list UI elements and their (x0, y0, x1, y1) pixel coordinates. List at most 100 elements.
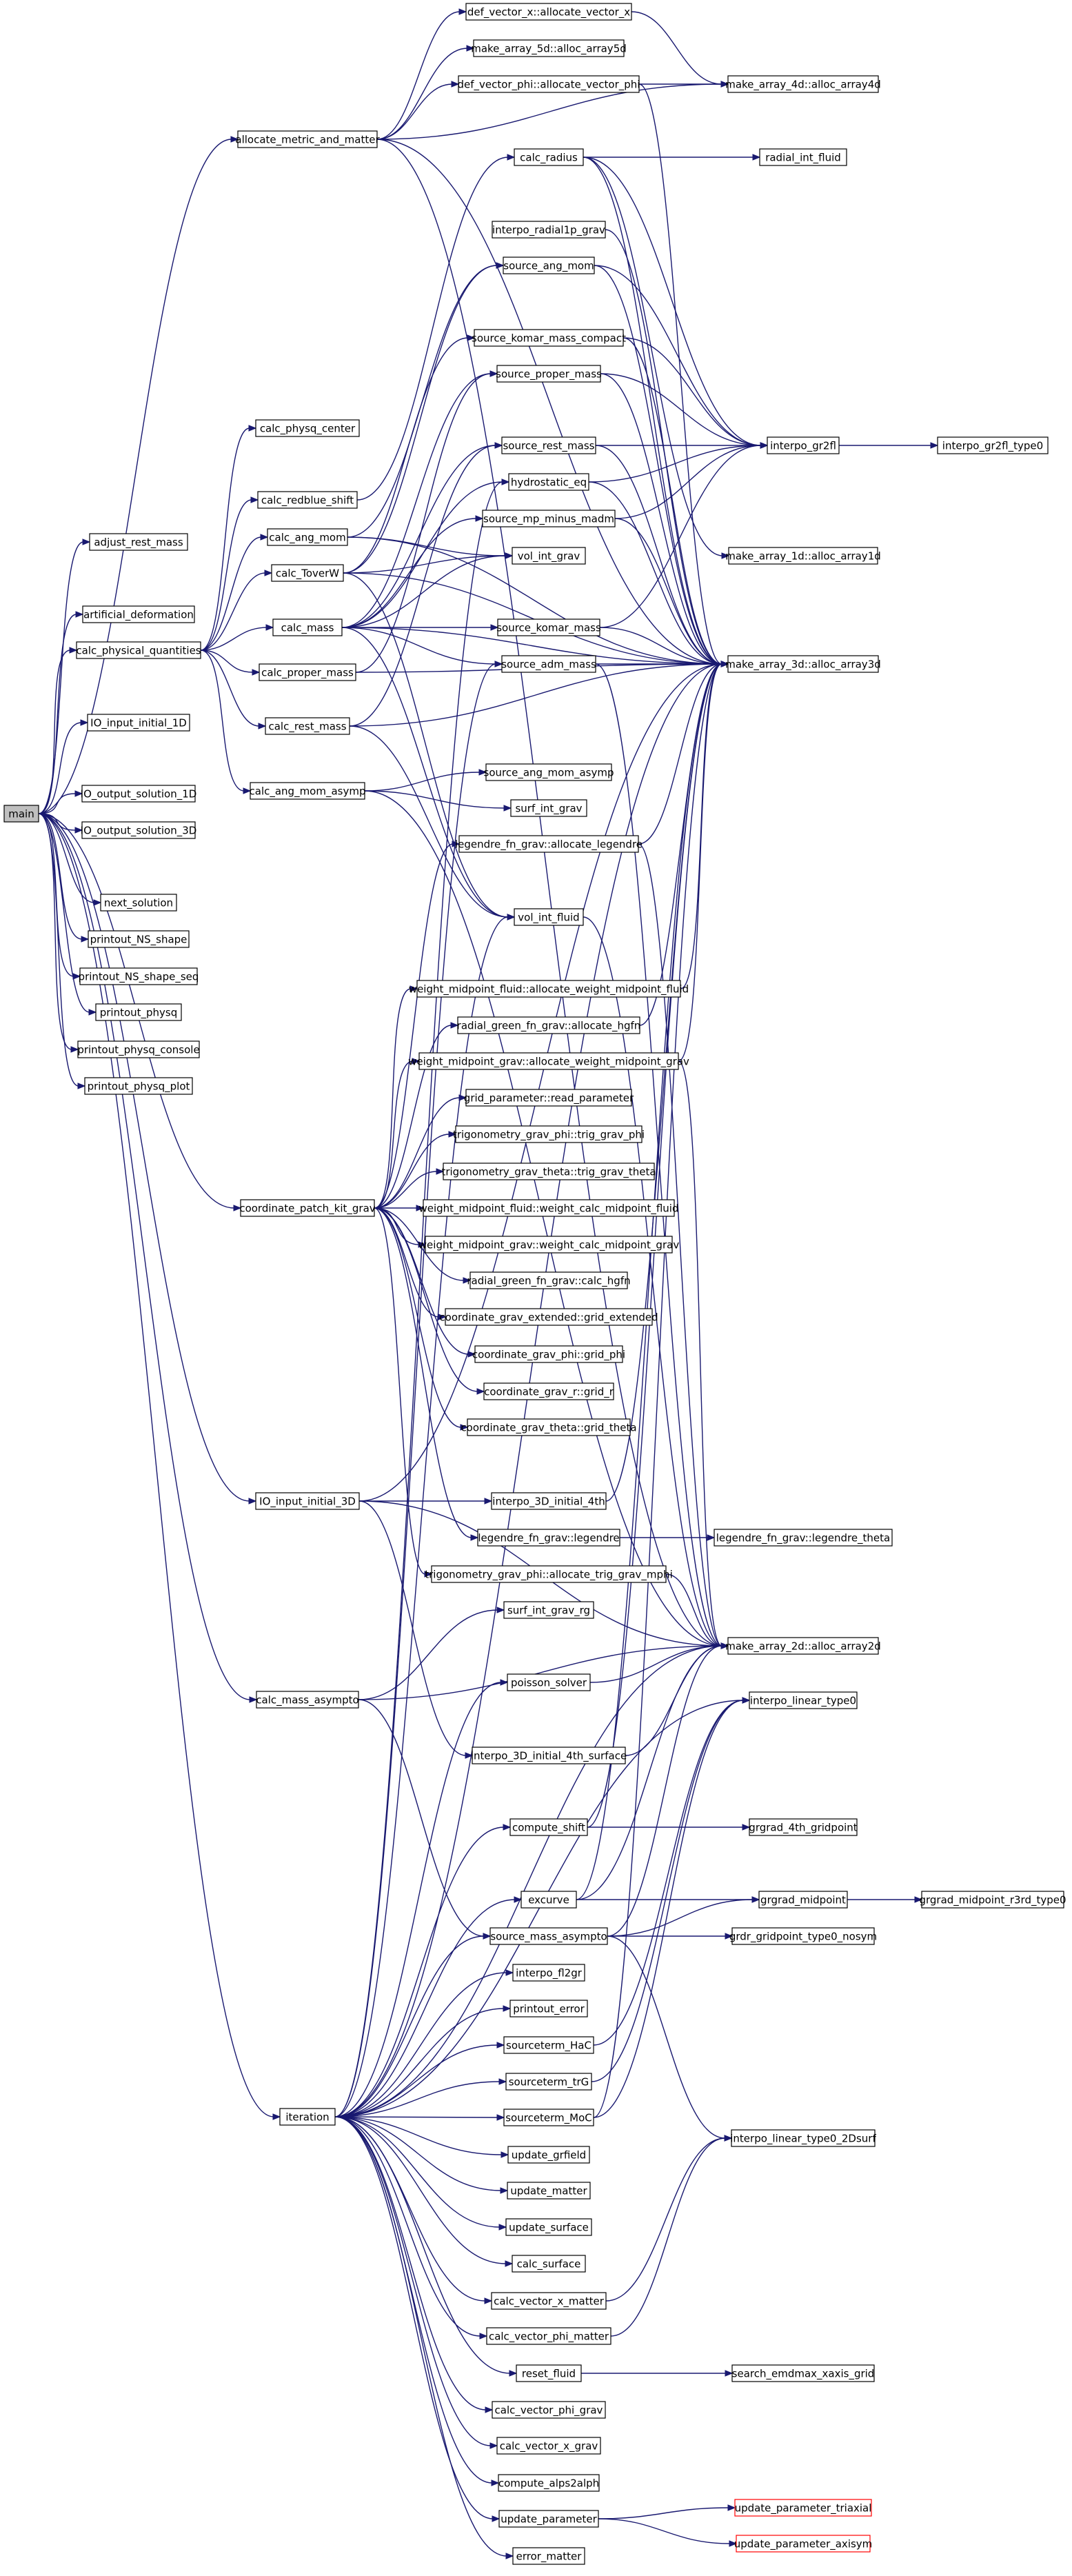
node-source-rest-mass[interactable]: source_rest_mass (501, 436, 596, 454)
node-io-input-initial-1d[interactable]: IO_input_initial_1D (87, 714, 190, 732)
node-coordinate-grav-extended-grid-extended[interactable]: coordinate_grav_extended::grid_extended (439, 1308, 658, 1326)
node-interpo-fl2gr[interactable]: interpo_fl2gr (512, 1964, 585, 1982)
node-grgrad-midpoint-r3rd-type0[interactable]: grgrad_midpoint_r3rd_type0 (919, 1891, 1066, 1909)
node-vol-int-grav[interactable]: vol_int_grav (512, 547, 586, 565)
node-printout-physq-console[interactable]: printout_physq_console (77, 1040, 200, 1058)
node-next-solution[interactable]: next_solution (100, 894, 177, 912)
node-reset-fluid[interactable]: reset_fluid (516, 2364, 582, 2382)
node-grdr-gridpoint-type0-nosym[interactable]: grdr_gridpoint_type0_nosym (729, 1927, 877, 1945)
node-compute-alps2alph[interactable]: compute_alps2alph (498, 2474, 600, 2492)
node-calc-mass[interactable]: calc_mass (272, 618, 343, 636)
node-radial-green-fn-grav-allocate-hgfn[interactable]: radial_green_fn_grav::allocate_hgfn (457, 1016, 641, 1034)
node-weight-midpoint-grav-allocate-weight-midpoint-grav[interactable]: weight_midpoint_grav::allocate_weight_mi… (408, 1052, 689, 1070)
node-coordinate-patch-kit-grav[interactable]: coordinate_patch_kit_grav (239, 1199, 376, 1217)
node-grid-parameter-read-parameter[interactable]: grid_parameter::read_parameter (464, 1089, 634, 1107)
node-calc-surface[interactable]: calc_surface (512, 2255, 586, 2273)
node-radial-int-fluid[interactable]: radial_int_fluid (759, 148, 847, 166)
node-weight-midpoint-fluid-weight-calc-midpoint-fluid[interactable]: weight_midpoint_fluid::weight_calc_midpo… (418, 1199, 679, 1217)
node-calc-rest-mass[interactable]: calc_rest_mass (265, 717, 350, 735)
node-weight-midpoint-fluid-allocate-weight-midpoint-fluid[interactable]: weight_midpoint_fluid::allocate_weight_m… (409, 980, 689, 998)
node-printout-physq-plot[interactable]: printout_physq_plot (84, 1077, 193, 1095)
node-interpo-3d-initial-4th[interactable]: interpo_3D_initial_4th (491, 1492, 607, 1510)
node-update-parameter[interactable]: update_parameter (498, 2510, 599, 2528)
node-source-komar-mass-compact[interactable]: source_komar_mass_compact (472, 329, 626, 347)
node-make-array-4d-alloc-array4d[interactable]: make_array_4d::alloc_array4d (725, 75, 881, 93)
node-interpo-gr2fl[interactable]: interpo_gr2fl (767, 436, 840, 454)
node-make-array-2d-alloc-array2d[interactable]: make_array_2d::alloc_array2d (725, 1637, 881, 1655)
node-update-matter[interactable]: update_matter (507, 2182, 591, 2200)
node-vol-int-fluid[interactable]: vol_int_fluid (514, 908, 584, 926)
node-interpo-linear-type0-2dsurf[interactable]: interpo_linear_type0_2Dsurf (730, 2129, 876, 2147)
node-main[interactable]: main (3, 805, 39, 823)
node-printout-ns-shape[interactable]: printout_NS_shape (88, 930, 190, 948)
node-io-output-solution-1d[interactable]: IO_output_solution_1D (81, 785, 197, 803)
node-update-surface[interactable]: update_surface (505, 2218, 592, 2236)
node-source-ang-mom-asymp[interactable]: source_ang_mom_asymp (484, 763, 614, 781)
node-interpo-3d-initial-4th-surface[interactable]: interpo_3D_initial_4th_surface (471, 1747, 627, 1764)
node-make-array-3d-alloc-array3d[interactable]: make_array_3d::alloc_array3d (725, 655, 881, 673)
node-printout-ns-shape-seq[interactable]: printout_NS_shape_seq (79, 967, 199, 985)
node-calc-vector-phi-grav[interactable]: calc_vector_phi_grav (492, 2401, 606, 2419)
node-calc-physq-center[interactable]: calc_physq_center (255, 419, 360, 437)
node-allocate-metric-and-matter[interactable]: allocate_metric_and_matter (235, 130, 380, 148)
node-coordinate-grav-r-grid-r[interactable]: coordinate_grav_r::grid_r (483, 1382, 614, 1400)
node-source-proper-mass[interactable]: source_proper_mass (496, 365, 602, 383)
node-source-adm-mass[interactable]: source_adm_mass (501, 655, 596, 673)
node-source-mass-asympto[interactable]: source_mass_asympto (489, 1927, 608, 1945)
node-grgrad-midpoint[interactable]: grgrad_midpoint (758, 1891, 848, 1909)
node-iteration[interactable]: iteration (279, 2108, 336, 2126)
node-source-mp-minus-madm[interactable]: source_mp_minus_madm (482, 510, 616, 527)
node-calc-ang-mom-asymp[interactable]: calc_ang_mom_asymp (250, 782, 366, 800)
node-legendre-fn-grav-legendre-theta[interactable]: legendre_fn_grav::legendre_theta (714, 1529, 893, 1547)
node-hydrostatic-eq[interactable]: hydrostatic_eq (508, 473, 589, 491)
node-make-array-1d-alloc-array1d[interactable]: make_array_1d::alloc_array1d (725, 547, 881, 565)
node-legendre-fn-grav-allocate-legendre[interactable]: legendre_fn_grav::allocate_legendre (455, 835, 643, 853)
node-poisson-solver[interactable]: poisson_solver (507, 1673, 591, 1691)
node-radial-green-fn-grav-calc-hgfn[interactable]: radial_green_fn_grav::calc_hgfn (467, 1271, 631, 1289)
node-trigonometry-grav-theta-trig-grav-theta[interactable]: trigonometry_grav_theta::trig_grav_theta (441, 1163, 656, 1180)
node-calc-vector-x-matter[interactable]: calc_vector_x_matter (491, 2292, 607, 2310)
node-def-vector-phi-allocate-vector-phi[interactable]: def_vector_phi::allocate_vector_phi (458, 75, 640, 93)
node-sourceterm-trg[interactable]: sourceterm_trG (505, 2073, 592, 2091)
node-def-vector-x-allocate-vector-x[interactable]: def_vector_x::allocate_vector_x (465, 3, 632, 21)
node-excurve[interactable]: excurve (520, 1891, 577, 1909)
node-weight-midpoint-grav-weight-calc-midpoint-grav[interactable]: weight_midpoint_grav::weight_calc_midpoi… (418, 1236, 680, 1254)
node-update-grfield[interactable]: update_grfield (507, 2146, 590, 2164)
node-interpo-gr2fl-type0[interactable]: interpo_gr2fl_type0 (937, 436, 1049, 454)
node-coordinate-grav-theta-grid-theta[interactable]: coordinate_grav_theta::grid_theta (461, 1418, 637, 1436)
node-legendre-fn-grav-legendre[interactable]: legendre_fn_grav::legendre (477, 1529, 620, 1547)
node-printout-physq[interactable]: printout_physq (95, 1003, 182, 1021)
node-calc-proper-mass[interactable]: calc_proper_mass (259, 663, 356, 681)
node-sourceterm-hac[interactable]: sourceterm_HaC (503, 2036, 594, 2054)
node-io-output-solution-3d[interactable]: IO_output_solution_3D (81, 821, 197, 839)
node-calc-physical-quantities[interactable]: calc_physical_quantities (76, 641, 201, 659)
node-io-input-initial-3d[interactable]: IO_input_initial_3D (255, 1492, 360, 1510)
node-interpo-linear-type0[interactable]: interpo_linear_type0 (749, 1691, 858, 1709)
node-source-komar-mass[interactable]: source_komar_mass (496, 618, 601, 636)
node-grgrad-4th-gridpoint[interactable]: grgrad_4th_gridpoint (749, 1818, 858, 1836)
node-sourceterm-moc[interactable]: sourceterm_MoC (503, 2109, 594, 2126)
node-calc-vector-x-grav[interactable]: calc_vector_x_grav (496, 2437, 601, 2455)
node-source-ang-mom[interactable]: source_ang_mom (503, 256, 595, 274)
node-update-parameter-triaxial[interactable]: update_parameter_triaxial (734, 2499, 872, 2517)
node-search-emdmax-xaxis-grid[interactable]: search_emdmax_xaxis_grid (731, 2364, 875, 2382)
node-surf-int-grav[interactable]: surf_int_grav (510, 799, 587, 817)
node-interpo-radial1p-grav[interactable]: interpo_radial1p_grav (492, 221, 606, 239)
node-adjust-rest-mass[interactable]: adjust_rest_mass (89, 533, 188, 551)
node-calc-ang-mom[interactable]: calc_ang_mom (267, 528, 348, 546)
node-trigonometry-grav-phi-allocate-trig-grav-mphi[interactable]: trigonometry_grav_phi::allocate_trig_gra… (425, 1565, 673, 1583)
node-trigonometry-grav-phi-trig-grav-phi[interactable]: trigonometry_grav_phi::trig_grav_phi (453, 1125, 645, 1143)
node-artificial-deformation[interactable]: artificial_deformation (82, 605, 195, 623)
node-calc-radius[interactable]: calc_radius (514, 148, 584, 166)
node-compute-shift[interactable]: compute_shift (509, 1818, 588, 1836)
node-surf-int-grav-rg[interactable]: surf_int_grav_rg (503, 1601, 594, 1619)
node-calc-mass-asympto[interactable]: calc_mass_asympto (256, 1691, 359, 1709)
node-error-matter[interactable]: error_matter (512, 2547, 585, 2565)
node-make-array-5d-alloc-array5d[interactable]: make_array_5d::alloc_array5d (471, 39, 627, 57)
node-coordinate-grav-phi-grid-phi[interactable]: coordinate_grav_phi::grid_phi (472, 1345, 625, 1363)
node-update-parameter-axisym[interactable]: update_parameter_axisym (734, 2535, 873, 2553)
node-printout-error[interactable]: printout_error (509, 2000, 588, 2017)
node-calc-toverw[interactable]: calc_ToverW (271, 564, 344, 582)
node-calc-vector-phi-matter[interactable]: calc_vector_phi_matter (486, 2327, 611, 2345)
node-calc-redblue-shift[interactable]: calc_redblue_shift (257, 491, 358, 509)
